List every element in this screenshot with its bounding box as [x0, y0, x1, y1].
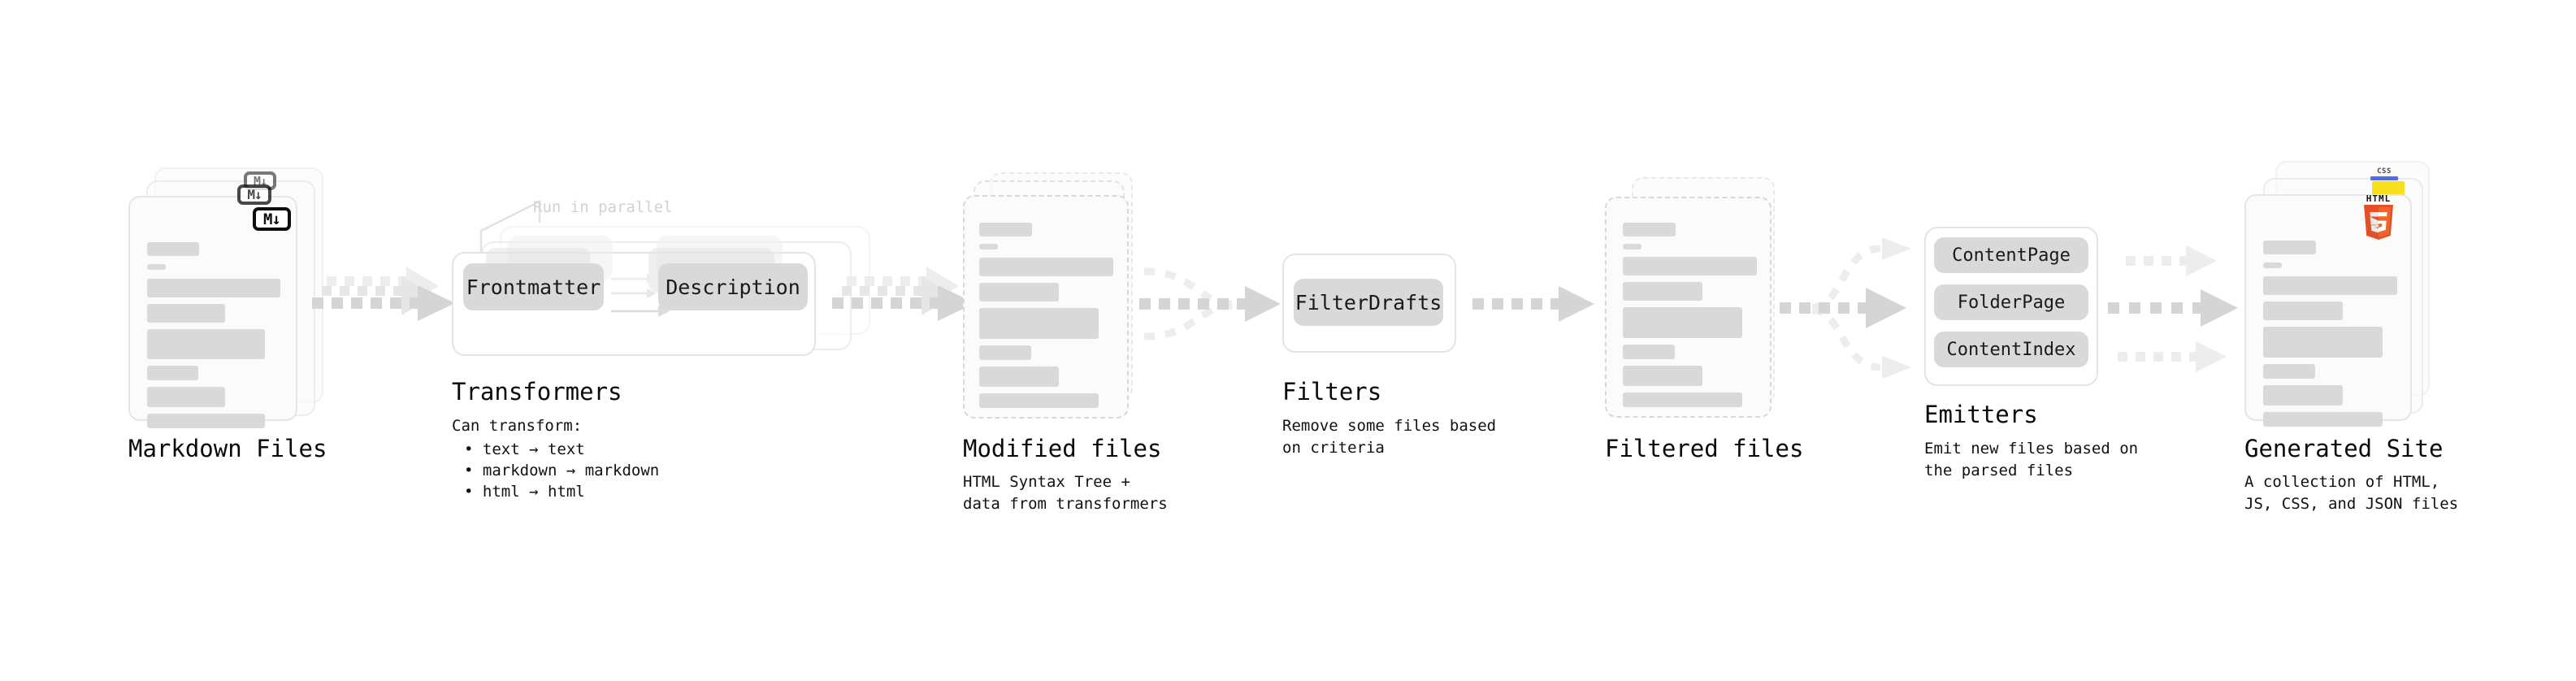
skeleton-bar [2263, 276, 2397, 295]
skeleton-bar [1623, 393, 1742, 407]
stage-title-filters: Filters [1282, 378, 1382, 406]
transformers-bullet-1: • markdown → markdown [464, 462, 660, 479]
emitters-chip-contentpage[interactable]: ContentPage [1934, 237, 2088, 273]
skeleton-bar [979, 345, 1031, 360]
transformers-subtitle: Can transform: [452, 417, 583, 435]
skeleton-bar [2263, 327, 2383, 358]
skeleton-bar [147, 279, 280, 297]
filters-chip-filterdrafts[interactable]: FilterDrafts [1294, 279, 1443, 326]
skeleton-bar [979, 258, 1113, 276]
skeleton-bar [1623, 282, 1702, 301]
arrow-markdown-to-transformers [312, 267, 455, 321]
markdown-badge-mid: M↓ [237, 184, 271, 205]
html5-shield-icon [2364, 205, 2393, 240]
arrow-modified-to-filters [1139, 267, 1281, 340]
skeleton-bar [2263, 241, 2316, 254]
stage-title-filtered-files: Filtered files [1605, 435, 1804, 462]
html5-badge-word: HTML [2366, 193, 2392, 204]
filtered-sheet-front [1605, 197, 1772, 418]
skeleton-bar [1623, 307, 1742, 338]
transformers-bullet-0: • text → text [464, 440, 585, 458]
skeleton-bar [2263, 364, 2315, 379]
css-badge-label: CSS [2377, 167, 2392, 176]
run-in-parallel-note: Run in parallel [533, 198, 673, 216]
stage-title-modified-files: Modified files [963, 435, 1162, 462]
skeleton-bar [147, 329, 265, 359]
skeleton-bar [2263, 385, 2343, 406]
skeleton-bar [147, 366, 198, 380]
site-sheet-front [2244, 194, 2412, 427]
transformer-chip-description[interactable]: Description [658, 263, 808, 310]
css-badge: CSS [2370, 167, 2398, 180]
markdown-sheet-front [128, 196, 297, 428]
skeleton-bar [979, 283, 1059, 301]
skeleton-bar [147, 304, 225, 323]
filters-subtitle: Remove some files based on criteria [1282, 417, 1497, 457]
arrow-filtered-to-emitters [1780, 237, 1911, 379]
skeleton-bar [979, 367, 1059, 387]
stage-title-emitters: Emitters [1924, 401, 2038, 428]
skeleton-bar [979, 393, 1099, 408]
skeleton-bar [147, 242, 199, 256]
modified-files-subtitle: HTML Syntax Tree + data from transformer… [963, 473, 1168, 513]
html5-badge: HTML [2361, 194, 2396, 241]
transformer-chip-frontmatter[interactable]: Frontmatter [463, 263, 604, 310]
arrow-emitters-to-site [2108, 245, 2238, 372]
arrow-filters-to-filtered [1472, 286, 1594, 322]
transformer-internal-arrows [611, 274, 670, 317]
arrow-transformers-to-modified [832, 267, 975, 321]
skeleton-bar [1623, 345, 1675, 359]
skeleton-bar [1623, 366, 1702, 386]
skeleton-bar [147, 414, 265, 428]
skeleton-bar [147, 387, 225, 407]
skeleton-bar [2263, 262, 2282, 268]
emitters-chip-folderpage[interactable]: FolderPage [1934, 284, 2088, 320]
modified-sheet-front [963, 195, 1129, 419]
transformers-bullet-2: • html → html [464, 483, 585, 501]
stage-title-generated-site: Generated Site [2244, 435, 2444, 462]
skeleton-bar [1623, 223, 1676, 236]
skeleton-bar [2263, 301, 2343, 320]
skeleton-bar [979, 244, 998, 249]
run-in-parallel-leader [479, 199, 541, 254]
skeleton-bar [1623, 257, 1757, 275]
stage-title-markdown-files: Markdown Files [128, 435, 327, 462]
stage-title-transformers: Transformers [452, 378, 622, 406]
skeleton-bar [147, 264, 166, 270]
generated-site-subtitle: A collection of HTML, JS, CSS, and JSON … [2244, 473, 2459, 513]
css-badge-bar [2370, 176, 2398, 180]
skeleton-bar [979, 308, 1099, 339]
skeleton-bar [2263, 412, 2383, 427]
skeleton-bar [1623, 244, 1641, 249]
skeleton-bar [979, 223, 1032, 236]
emitters-chip-contentindex[interactable]: ContentIndex [1934, 332, 2088, 367]
emitters-subtitle: Emit new files based on the parsed files [1924, 440, 2139, 479]
markdown-badge: M↓ [253, 207, 291, 231]
